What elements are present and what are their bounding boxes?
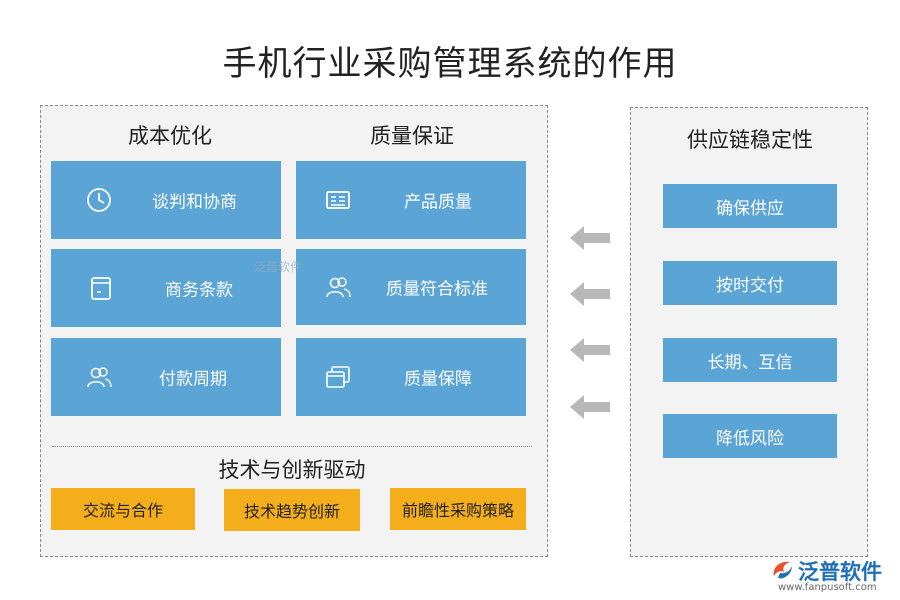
cost-item-negotiation: 谈判和协商 xyxy=(51,161,281,239)
quality-heading: 质量保证 xyxy=(370,124,454,148)
left-arrow-icon xyxy=(570,395,610,419)
card-icon xyxy=(324,186,352,214)
cost-item-terms: 商务条款 xyxy=(51,249,281,327)
quality-item-label: 质量保障 xyxy=(404,369,472,390)
right-panel xyxy=(630,107,868,557)
clock-icon xyxy=(85,186,113,214)
cost-item-label: 付款周期 xyxy=(159,369,227,390)
people-icon xyxy=(85,363,113,391)
tech-heading: 技术与创新驱动 xyxy=(218,458,366,482)
left-arrow-icon xyxy=(570,282,610,306)
cost-item-label: 谈判和协商 xyxy=(152,192,237,213)
brand-name: 泛普软件 xyxy=(798,560,882,584)
windows-icon xyxy=(324,363,352,391)
supply-item: 确保供应 xyxy=(663,184,837,228)
supply-item: 长期、互信 xyxy=(663,338,837,382)
supply-heading: 供应链稳定性 xyxy=(687,128,813,152)
cost-item-payment: 付款周期 xyxy=(51,338,281,416)
quality-item-assurance: 质量保障 xyxy=(296,338,526,416)
supply-item: 按时交付 xyxy=(663,261,837,305)
quality-item-label: 质量符合标准 xyxy=(386,279,488,300)
brand-logo-icon xyxy=(773,561,792,579)
document-icon xyxy=(87,274,115,302)
people-icon xyxy=(324,273,352,301)
tech-item: 技术趋势创新 xyxy=(224,489,360,531)
divider xyxy=(52,446,532,447)
brand-url: www.fanpusoft.com xyxy=(778,582,877,593)
quality-item-standard: 质量符合标准 xyxy=(296,249,526,325)
quality-item-label: 产品质量 xyxy=(404,192,472,213)
quality-item-product: 产品质量 xyxy=(296,161,526,239)
cost-item-label: 商务条款 xyxy=(165,280,233,301)
page-title: 手机行业采购管理系统的作用 xyxy=(222,44,678,84)
tech-item: 前瞻性采购策略 xyxy=(390,488,526,530)
supply-item: 降低风险 xyxy=(663,414,837,458)
watermark: 泛普软件 xyxy=(254,260,303,274)
tech-item: 交流与合作 xyxy=(51,488,195,530)
brand-logo: 泛普软件 www.fanpusoft.com xyxy=(770,556,895,596)
left-arrow-icon xyxy=(570,338,610,362)
left-arrow-icon xyxy=(570,226,610,250)
cost-heading: 成本优化 xyxy=(128,124,212,148)
